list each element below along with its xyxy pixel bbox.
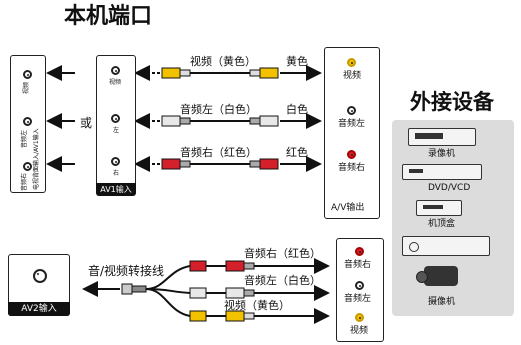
av2-out-video-label: 视频 [350,326,369,336]
dvd-label: DVD/VCD [428,183,471,193]
av2-right-cable-label: 音频右（红色） [244,247,321,260]
cable-video-av1 [134,65,322,81]
out-caption: A/V输出 [331,203,365,213]
av2-caption: AV2输入 [21,304,57,314]
av2-caption-bar: AV2输入 [8,302,70,316]
side-left-label: 音频左 [21,129,28,148]
converter-cable-label: 音/视频转接线 [88,264,165,278]
camcorder-label: 摄像机 [428,297,456,307]
dvd-icon [402,164,482,180]
out-right-jack [347,150,356,159]
av2-output-panel: 音频右 音频左 视频 [336,238,384,342]
external-devices-title: 外接设备 [410,90,494,114]
receiver-icon [402,236,490,256]
av2-left-cable-label: 音频左（白色） [244,274,321,287]
vcr-icon [408,128,476,146]
av1-caption-bar: AV1输入 [96,183,136,196]
av2-out-right-jack [355,247,364,256]
av1-video-label: 视频 [109,79,122,86]
av1-right-cable-label: 音频右（红色） [180,146,257,159]
settop-icon [416,200,462,216]
camcorder-icon [416,266,458,286]
av1-caption: AV1输入 [100,185,132,194]
av2-jack [33,269,47,283]
side-right-jack [23,162,32,171]
av1-right-jack [111,157,120,166]
cable-left-av1 [134,113,322,129]
side-input-label: 电视背面输入/AV1输入 [33,128,40,190]
av1-input-panel: 视频 左 右 [96,55,136,195]
side-left-jack [23,117,32,126]
av2-out-video-jack [355,313,364,322]
av1-video-jack [111,66,120,75]
av1-left-jack [111,114,120,123]
out-right-label: 音频右 [338,163,366,173]
cable-right-av1 [134,156,322,172]
side-video-label: 视频 [23,81,30,94]
side-video-jack [23,70,32,79]
av2-out-left-label: 音频左 [344,294,372,304]
tv-side-panel: 视频 电视背面输入/AV1输入 音频左 音频右 [10,55,46,193]
out-video-jack [347,58,356,67]
settop-label: 机顶盒 [428,219,456,229]
side-right-label: 音频右 [21,172,28,191]
or-label: 或 [80,116,93,130]
external-devices-panel: 录像机 DVD/VCD 机顶盒 摄像机 [392,120,514,316]
av1-right-color-label: 红色 [286,146,308,159]
av1-left-cable-label: 音频左（白色） [180,103,257,116]
vcr-label: 录像机 [428,149,456,159]
out-left-jack [347,106,356,115]
av1-left-color-label: 白色 [286,103,308,116]
av2-out-right-label: 音频右 [344,260,372,270]
av1-right-label: 右 [113,170,120,177]
out-left-label: 音频左 [338,119,366,129]
av1-video-color-label: 黄色 [286,55,308,68]
av2-out-left-jack [355,281,364,290]
out-video-label: 视频 [343,71,362,81]
av-output-panel: 视频 音频左 音频右 A/V输出 [324,47,380,219]
av2-video-cable-label: 视频（黄色） [224,299,290,312]
av1-left-label: 左 [113,127,120,134]
av1-video-cable-label: 视频（黄色） [190,55,256,68]
cable-av2-converter [82,258,330,324]
local-ports-title: 本机端口 [64,4,153,29]
